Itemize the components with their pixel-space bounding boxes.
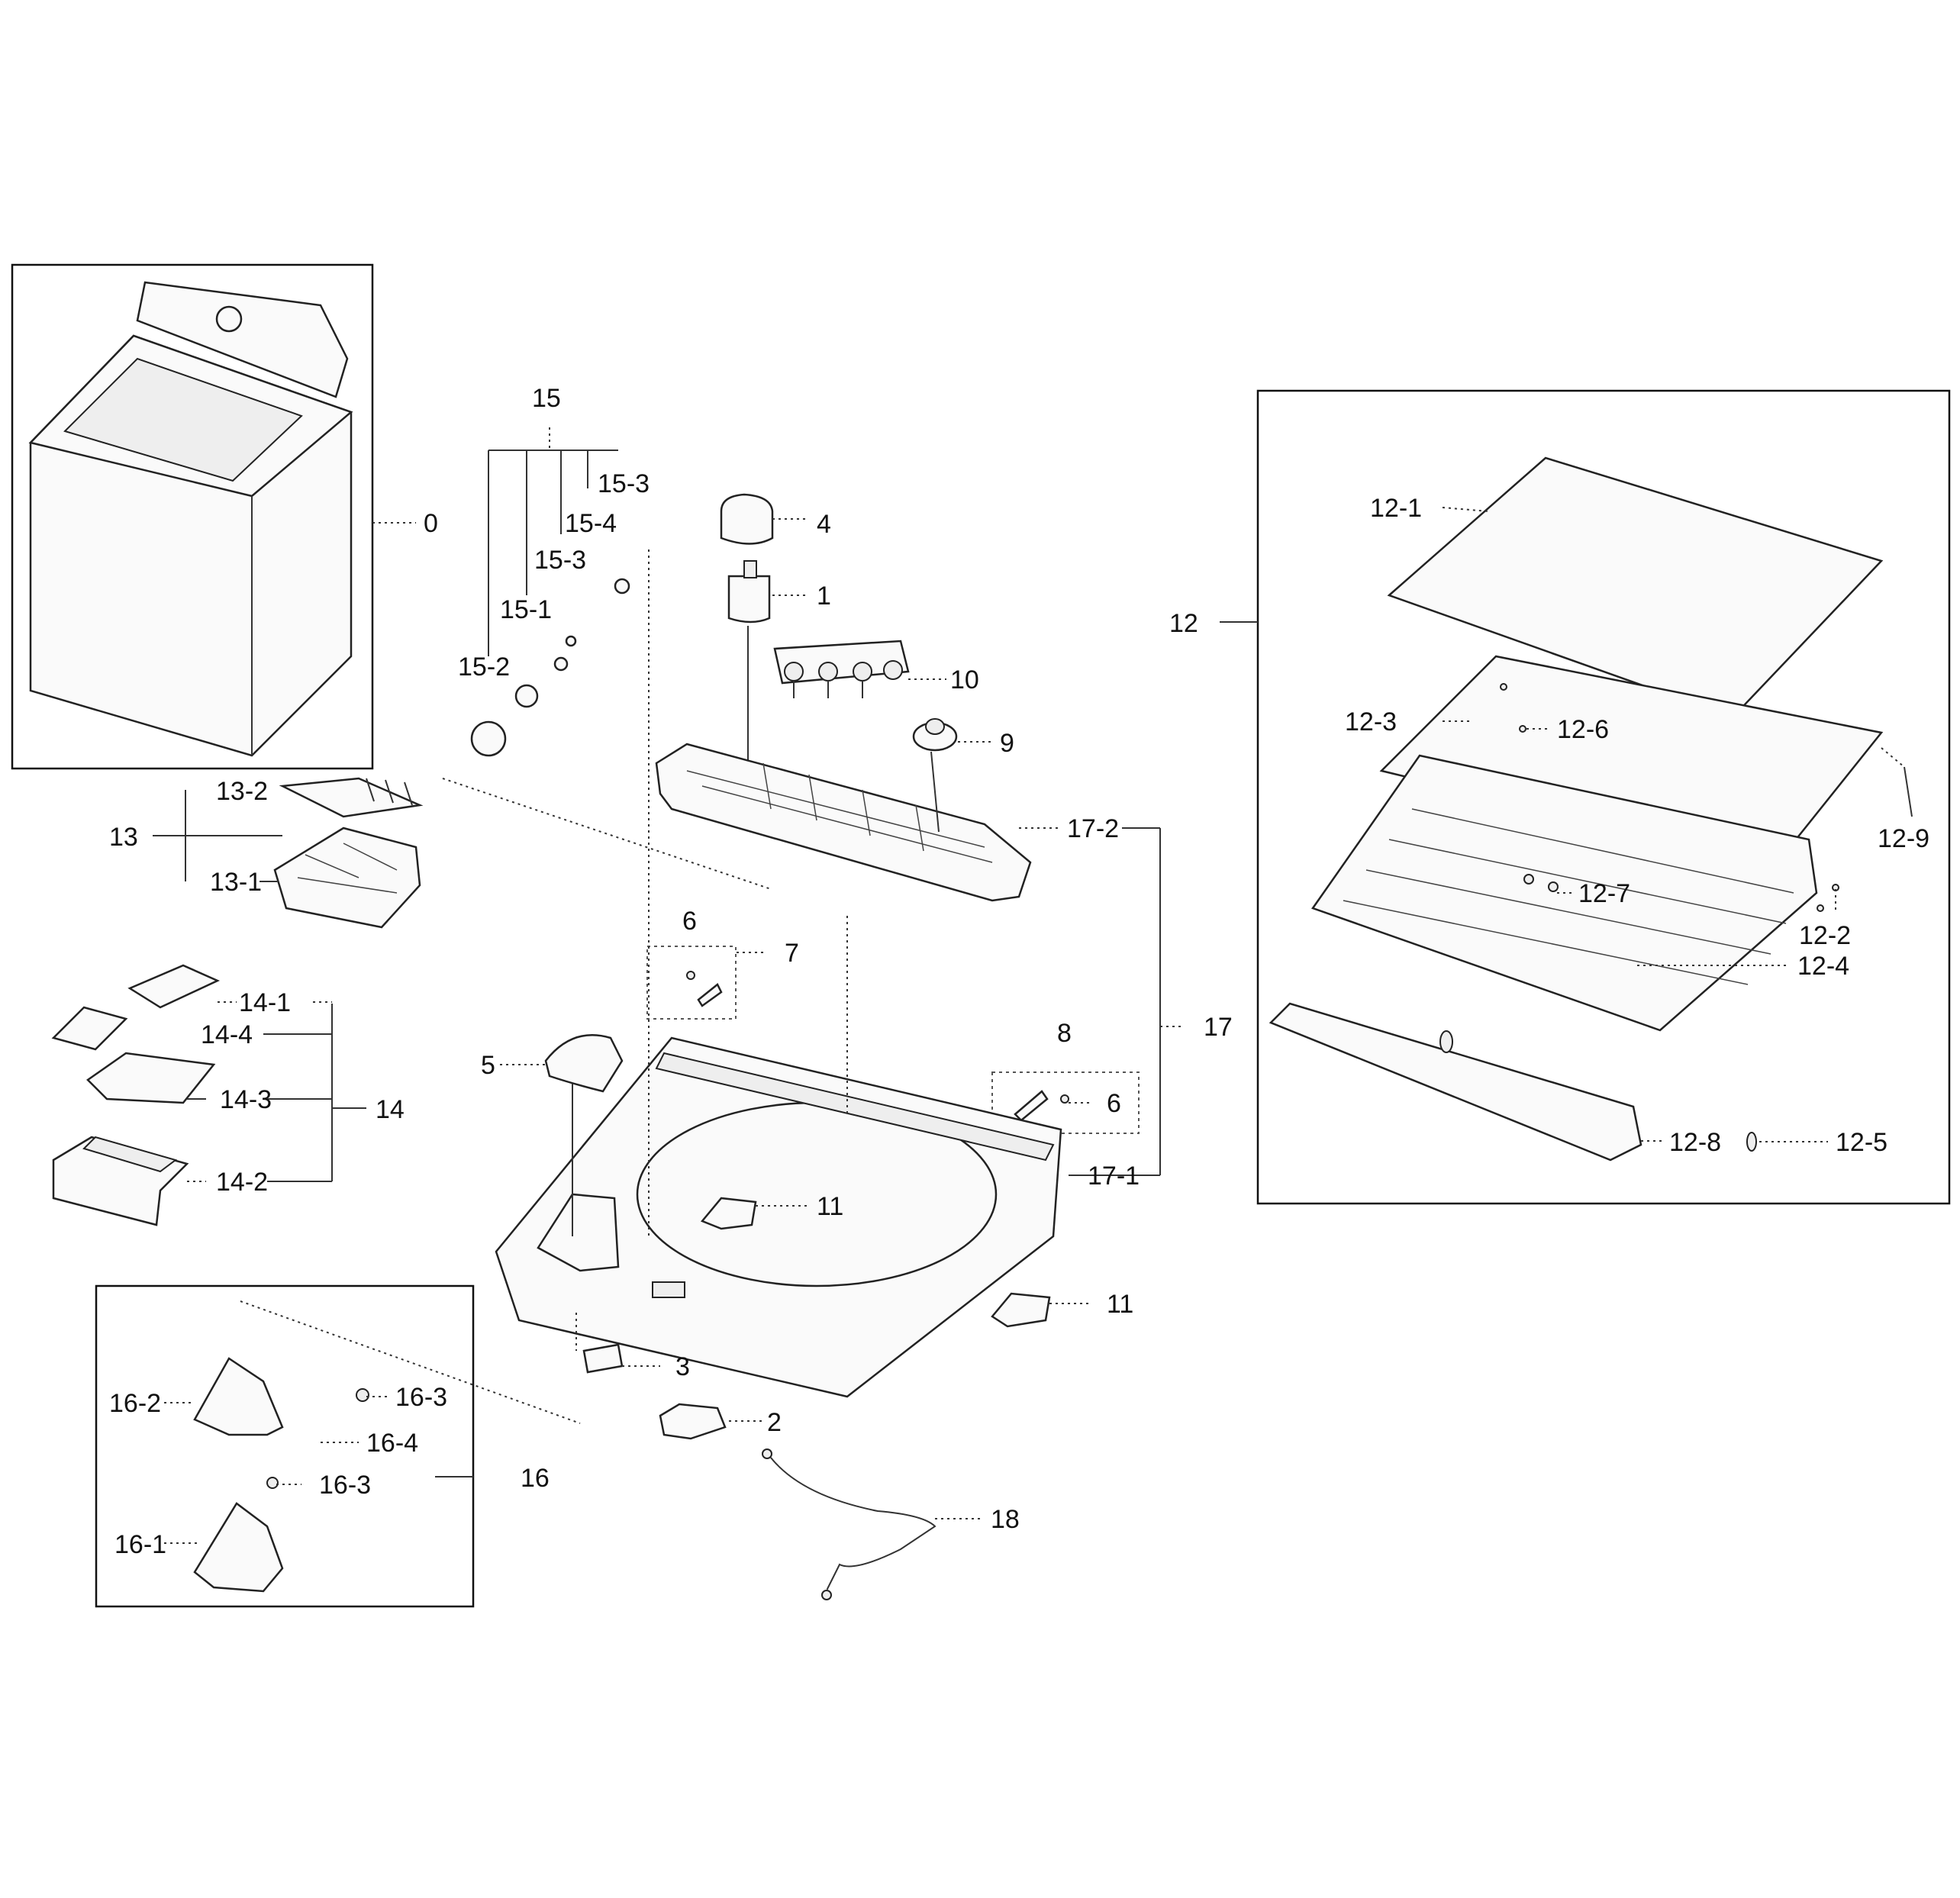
glass-lid xyxy=(1269,456,1913,1162)
label-12-8: 12-8 xyxy=(1669,1128,1721,1157)
label-15-1: 15-1 xyxy=(500,595,552,624)
label-13: 13 xyxy=(109,823,138,852)
label-12-9: 12-9 xyxy=(1878,824,1929,853)
leader-lines xyxy=(153,507,1905,1544)
label-7: 7 xyxy=(785,939,799,968)
label-12-6: 12-6 xyxy=(1557,715,1609,744)
label-8: 8 xyxy=(1057,1019,1072,1048)
label-12-4: 12-4 xyxy=(1797,952,1849,981)
label-14-1: 14-1 xyxy=(239,988,291,1017)
part-7-box xyxy=(646,946,737,1020)
label-12-1: 12-1 xyxy=(1370,494,1422,523)
control-bracket xyxy=(655,743,1032,902)
label-16-4: 16-4 xyxy=(366,1429,418,1458)
lid-lock-sensors xyxy=(700,1197,1051,1328)
washer-full-view xyxy=(28,281,353,757)
washer-overview-box xyxy=(11,263,374,770)
bleach-dispenser-cup xyxy=(544,1034,624,1236)
label-16-1: 16-1 xyxy=(114,1530,166,1559)
label-0: 0 xyxy=(424,509,438,538)
label-9: 9 xyxy=(1000,729,1014,758)
label-11a: 11 xyxy=(817,1192,843,1221)
knob-set xyxy=(470,427,630,757)
drain-filter-assembly xyxy=(193,1300,581,1593)
label-12-5: 12-5 xyxy=(1836,1128,1887,1157)
label-16-3a: 16-3 xyxy=(395,1383,447,1412)
label-11b: 11 xyxy=(1107,1290,1133,1319)
label-13-1: 13-1 xyxy=(210,868,262,897)
label-3: 3 xyxy=(675,1352,690,1381)
label-16-2: 16-2 xyxy=(109,1389,161,1418)
label-12: 12 xyxy=(1169,609,1198,638)
label-14-4: 14-4 xyxy=(201,1020,253,1049)
label-2: 2 xyxy=(767,1408,782,1437)
label-15: 15 xyxy=(532,384,561,413)
label-15-4: 15-4 xyxy=(565,509,617,538)
label-12-7: 12-7 xyxy=(1578,879,1630,908)
label-14: 14 xyxy=(376,1095,405,1124)
lid-assembly-box xyxy=(1256,389,1951,1205)
callout-labels: 0 15 15-3 15-4 15-3 15-1 15-2 4 1 10 9 1… xyxy=(109,384,1929,1559)
water-inlet xyxy=(273,777,424,929)
label-12-3: 12-3 xyxy=(1345,707,1397,736)
top-cover xyxy=(442,549,1062,1398)
label-13-2: 13-2 xyxy=(216,777,268,806)
detergent-dispenser xyxy=(51,964,221,1226)
label-14-2: 14-2 xyxy=(216,1168,268,1197)
pressure-switch xyxy=(912,718,958,752)
hinge-clips xyxy=(686,971,1069,1122)
part-8-box xyxy=(991,1071,1140,1134)
label-16-3b: 16-3 xyxy=(319,1471,371,1500)
label-10: 10 xyxy=(950,665,979,694)
label-6a: 6 xyxy=(682,907,697,936)
drain-assembly-box xyxy=(95,1284,475,1608)
label-15-3b: 15-3 xyxy=(534,546,586,575)
motor-cap-and-coupler xyxy=(720,493,774,763)
label-6b: 6 xyxy=(1107,1089,1121,1118)
label-4: 4 xyxy=(817,510,831,539)
label-17-1: 17-1 xyxy=(1088,1162,1140,1191)
label-12-2: 12-2 xyxy=(1799,921,1851,950)
label-5: 5 xyxy=(481,1051,495,1080)
label-14-3: 14-3 xyxy=(220,1085,272,1114)
label-15-3a: 15-3 xyxy=(598,469,650,498)
label-1: 1 xyxy=(817,582,831,611)
lower-parts xyxy=(575,1313,936,1600)
label-15-2: 15-2 xyxy=(458,653,510,682)
water-valve xyxy=(773,640,910,698)
label-17: 17 xyxy=(1204,1013,1233,1042)
label-17-2: 17-2 xyxy=(1067,814,1119,843)
label-18: 18 xyxy=(991,1505,1020,1534)
label-16: 16 xyxy=(521,1464,550,1493)
